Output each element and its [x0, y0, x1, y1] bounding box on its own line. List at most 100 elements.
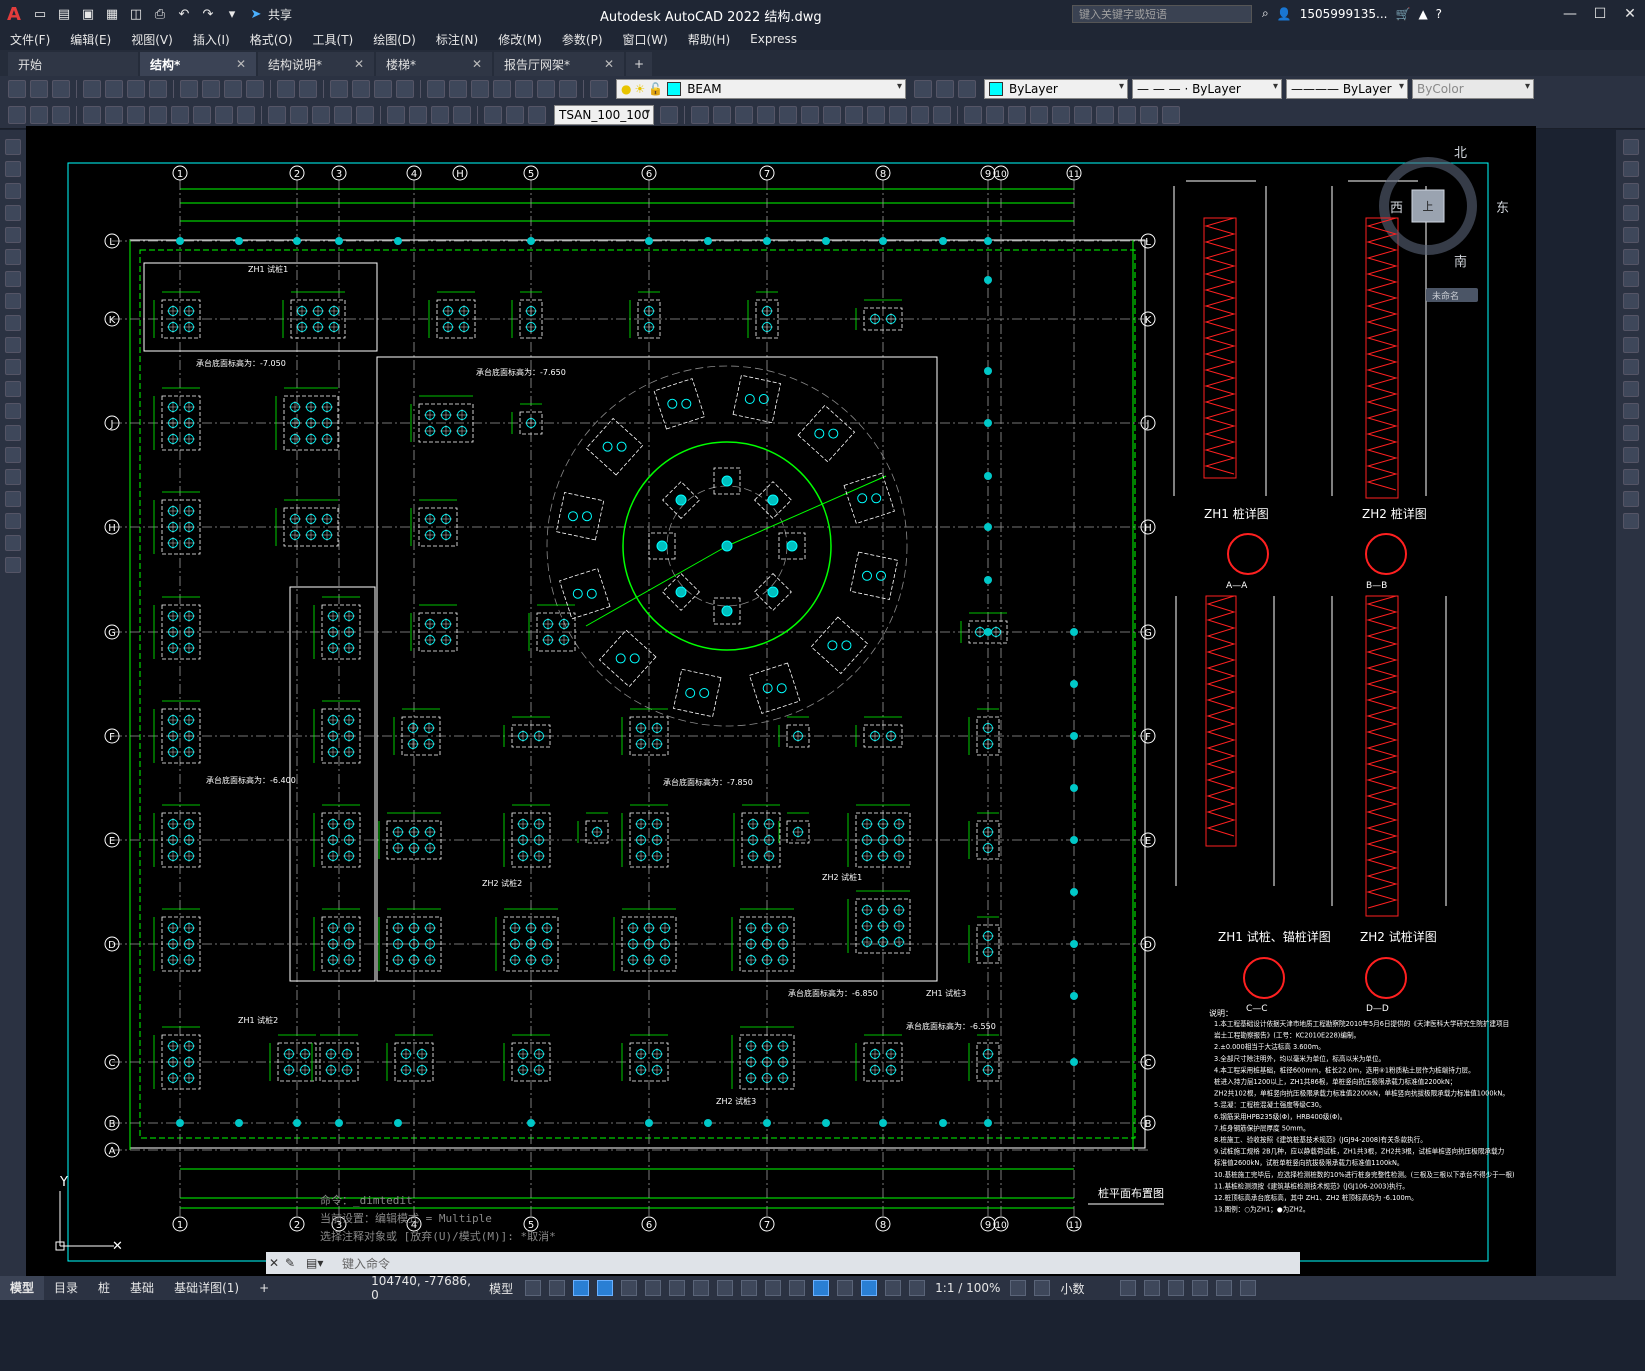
lineweight-icon[interactable] [717, 1280, 734, 1296]
layer-properties-icon[interactable] [590, 80, 608, 98]
ucs-world-icon[interactable] [713, 106, 731, 124]
menu-tools[interactable]: 工具(T) [312, 32, 354, 47]
dim-jogged-icon[interactable] [193, 106, 211, 124]
tab-stairs[interactable]: 楼梯* ✕ [376, 52, 492, 76]
design-center-icon[interactable] [449, 80, 467, 98]
help-icon[interactable]: ? [1435, 6, 1443, 21]
break-icon[interactable] [1622, 403, 1639, 419]
viewcube[interactable]: 上 北 南 东 西 未命名 [1379, 146, 1509, 302]
layer-iso-icon[interactable] [52, 106, 70, 124]
inspect-icon[interactable] [431, 106, 449, 124]
hardware-accel-icon[interactable] [1192, 1280, 1209, 1296]
view-iso4-icon[interactable] [1162, 106, 1180, 124]
region-icon[interactable] [5, 491, 21, 507]
scale-icon[interactable] [1622, 293, 1639, 309]
dim-space-icon[interactable] [334, 106, 352, 124]
menu-parametric[interactable]: 参数(P) [561, 32, 603, 47]
menu-insert[interactable]: 插入(I) [192, 32, 230, 47]
polar-icon[interactable] [621, 1280, 638, 1296]
polygon-icon[interactable] [5, 205, 21, 221]
view-left-icon[interactable] [1008, 106, 1026, 124]
polyline-icon[interactable] [5, 183, 21, 199]
selection-cycling-icon[interactable] [765, 1280, 782, 1296]
ucs-view-icon[interactable] [801, 106, 819, 124]
pan-icon[interactable] [330, 80, 348, 98]
infer-constraints-icon[interactable] [573, 1280, 590, 1296]
help-icon[interactable] [559, 80, 577, 98]
menu-modify[interactable]: 修改(M) [498, 32, 542, 47]
undo-icon[interactable] [277, 80, 295, 98]
layer-walk-icon[interactable] [30, 106, 48, 124]
gradient-icon[interactable] [5, 469, 21, 485]
extend-icon[interactable] [1622, 359, 1639, 375]
copy-object-icon[interactable] [1622, 161, 1639, 177]
user-icon[interactable]: 👤 [1276, 6, 1292, 21]
transparency-icon[interactable] [741, 1280, 758, 1296]
tab-auditorium-truss[interactable]: 报告厅网架* ✕ [494, 52, 624, 76]
layout-tab-catalog[interactable]: 目录 [54, 1281, 79, 1295]
properties-icon[interactable] [427, 80, 445, 98]
close-icon[interactable]: ✕ [603, 57, 614, 71]
mirror-icon[interactable] [1622, 183, 1639, 199]
help-search-input[interactable]: 键入关键字或短语 [1072, 5, 1252, 23]
customize-icon[interactable]: ✎ [284, 1256, 296, 1270]
erase-icon[interactable] [1622, 139, 1639, 155]
qnew-icon[interactable] [8, 80, 26, 98]
gizmo-icon[interactable] [861, 1280, 878, 1296]
ucs-face-icon[interactable] [757, 106, 775, 124]
auto-scale-icon[interactable] [909, 1280, 926, 1296]
isodraft-icon[interactable] [645, 1280, 662, 1296]
paste-icon[interactable] [224, 80, 242, 98]
isolate-objects-icon[interactable] [1168, 1280, 1185, 1296]
markup-icon[interactable] [515, 80, 533, 98]
lock-ui-icon[interactable] [1144, 1280, 1161, 1296]
dim-break-icon[interactable] [356, 106, 374, 124]
redo-icon[interactable]: ↷ [202, 6, 214, 22]
print-icon[interactable]: ⎙ [154, 6, 166, 22]
command-line[interactable]: ✕ ✎ ▤▾ 键入命令 [266, 1252, 1300, 1274]
save-icon[interactable]: ▣ [81, 6, 95, 22]
grid-icon[interactable] [525, 1280, 542, 1296]
insert-block-icon[interactable] [5, 381, 21, 397]
chamfer-icon[interactable] [1622, 447, 1639, 463]
open-web-icon[interactable]: ◫ [129, 6, 143, 22]
stretch-icon[interactable] [1622, 315, 1639, 331]
maximize-button[interactable]: ☐ [1593, 6, 1607, 22]
customization-menu-icon[interactable] [1240, 1280, 1257, 1296]
layout-tab-foundation-detail[interactable]: 基础详图(1) [174, 1281, 240, 1295]
save-icon[interactable] [52, 80, 70, 98]
menu-file[interactable]: 文件(F) [10, 32, 51, 47]
dim-tedit-icon[interactable] [506, 106, 524, 124]
new-tab-button[interactable]: + [626, 52, 652, 76]
undo-icon[interactable]: ↶ [178, 6, 190, 22]
autocad-logo-icon[interactable]: A [7, 3, 21, 25]
explode-icon[interactable] [1622, 513, 1639, 529]
view-bottom-icon[interactable] [986, 106, 1004, 124]
quick-properties-icon[interactable] [1120, 1280, 1137, 1296]
linetype-combo[interactable]: — — — · ByLayer ▾ [1132, 79, 1282, 99]
dimstyle-combo[interactable]: TSAN_100_100 ▾ [554, 105, 654, 125]
tab-structure-notes[interactable]: 结构说明* ✕ [258, 52, 374, 76]
construction-line-icon[interactable] [5, 161, 21, 177]
cart-icon[interactable]: 🛒 [1395, 6, 1411, 21]
selection-filter-icon[interactable] [837, 1280, 854, 1296]
zoom-realtime-icon[interactable] [352, 80, 370, 98]
recent-commands-icon[interactable]: ▤▾ [306, 1256, 324, 1270]
array-icon[interactable] [1622, 227, 1639, 243]
mtext-icon[interactable] [5, 535, 21, 551]
move-icon[interactable] [1622, 249, 1639, 265]
preview-icon[interactable] [105, 80, 123, 98]
quick-access-menu-icon[interactable]: ▾ [228, 6, 236, 22]
make-block-icon[interactable] [5, 403, 21, 419]
menu-help[interactable]: 帮助(H) [687, 32, 731, 47]
point-icon[interactable] [5, 425, 21, 441]
rectangle-icon[interactable] [5, 227, 21, 243]
spline-icon[interactable] [5, 315, 21, 331]
model-space-toggle[interactable]: 模型 [489, 1281, 514, 1296]
fillet-icon[interactable] [1622, 469, 1639, 485]
close-icon[interactable]: ✕ [471, 57, 482, 71]
layer-previous-icon[interactable] [936, 80, 954, 98]
workspace-switch-icon[interactable] [1010, 1280, 1027, 1296]
close-icon[interactable]: ✕ [353, 57, 364, 71]
close-icon[interactable]: ✕ [235, 57, 246, 71]
